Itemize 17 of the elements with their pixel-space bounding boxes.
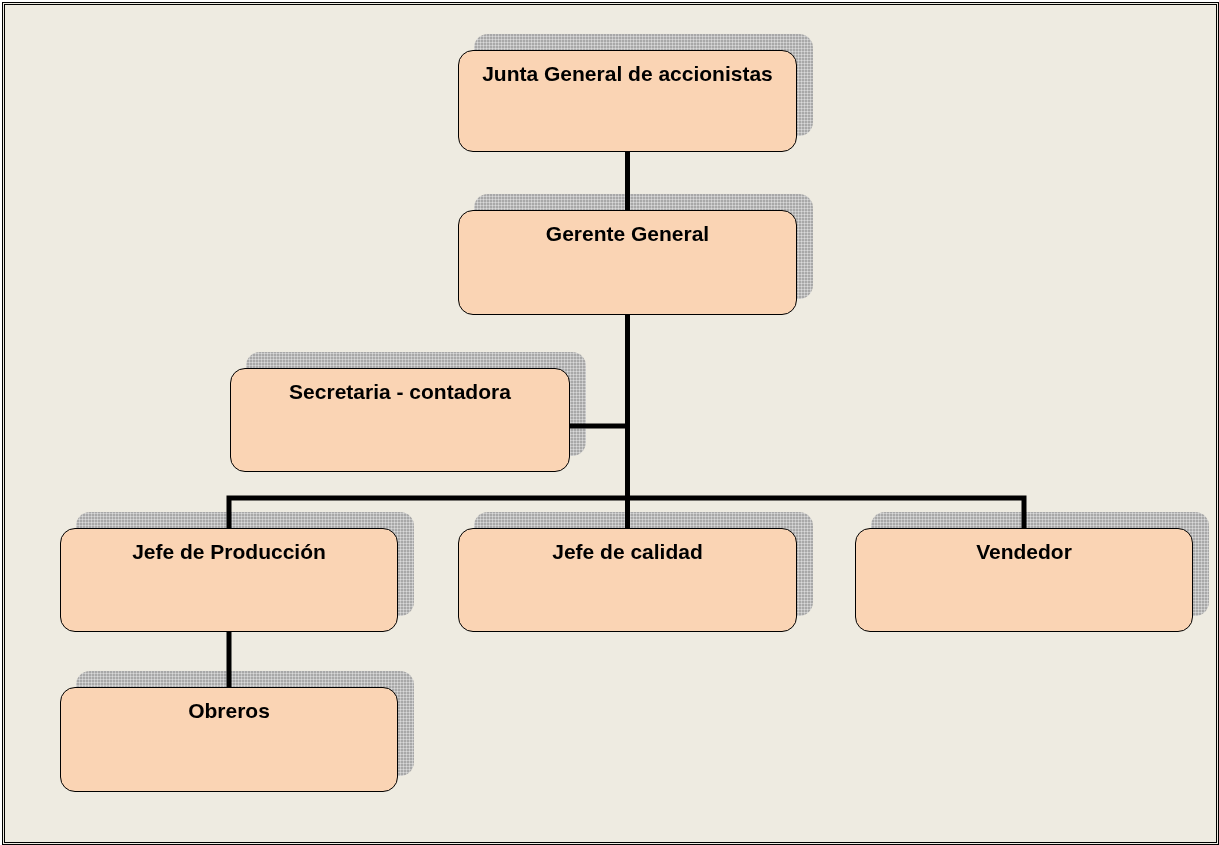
org-box [458,210,797,315]
position-title: Junta General de accionistas [482,61,773,87]
org-box [458,50,797,152]
org-box [458,528,797,632]
org-box [855,528,1193,632]
position-title: Obreros [188,698,270,724]
connector-line [226,632,232,687]
position-title: Gerente General [545,221,710,247]
org-box [230,368,570,472]
connector-line [625,152,630,210]
org-box [60,528,398,632]
org-box [60,687,398,792]
position-title: Secretaria - contadora [289,379,511,405]
position-title: Jefe de calidad [552,539,703,565]
position-title: Vendedor [976,539,1072,565]
connector-line [625,315,1027,528]
position-title: Jefe de Producción [132,539,326,565]
